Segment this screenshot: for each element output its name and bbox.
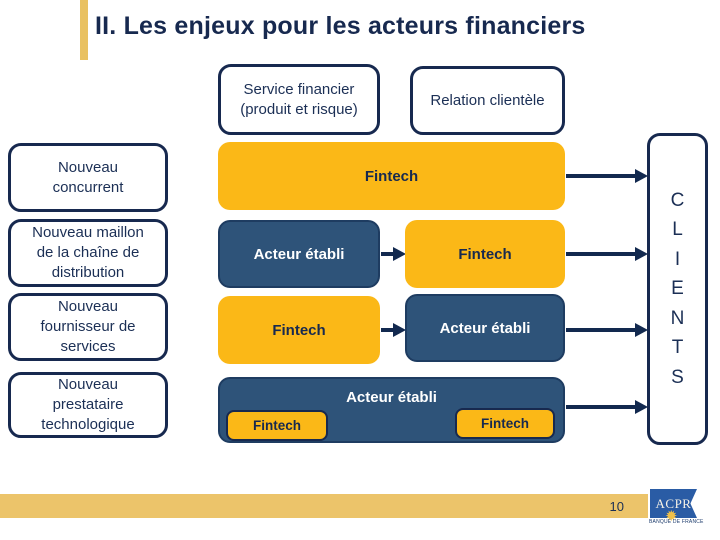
fintech-label: Fintech bbox=[458, 245, 512, 263]
arrow-row3-internal-icon bbox=[381, 323, 406, 337]
acpr-logo-text: ACPR bbox=[655, 495, 692, 511]
box-nouveau-fournisseur: Nouveau fournisseur de services bbox=[8, 293, 168, 361]
acpr-logo-flag: ACPR bbox=[650, 489, 697, 518]
arrow-row1-to-clients-icon bbox=[566, 169, 648, 183]
clients-box: C L I E N T S bbox=[647, 133, 708, 445]
relation-clientele-label: Relation clientèle bbox=[430, 91, 545, 109]
clients-letter: T bbox=[671, 337, 684, 359]
fintech-box-row1: Fintech bbox=[218, 142, 565, 210]
arrow-row3-to-clients-icon bbox=[566, 323, 648, 337]
acteur-etabli-label: Acteur établi bbox=[346, 389, 437, 406]
nouveau-prestataire-label: Nouveau prestataire technologique bbox=[41, 376, 135, 433]
nouveau-concurrent-label: Nouveau concurrent bbox=[52, 158, 124, 196]
clients-letter: S bbox=[671, 366, 684, 388]
service-financier-box: Service financier (produit et risque) bbox=[218, 64, 380, 135]
arrow-row2-to-clients-icon bbox=[566, 247, 648, 261]
clients-letter: I bbox=[674, 248, 681, 270]
box-nouveau-prestataire: Nouveau prestataire technologique bbox=[8, 372, 168, 438]
page-number: 10 bbox=[609, 498, 624, 514]
acteur-etabli-box-row2: Acteur établi bbox=[218, 220, 380, 288]
acteur-etabli-label: Acteur établi bbox=[253, 245, 345, 263]
clients-letter: C bbox=[670, 189, 685, 211]
clients-letter: N bbox=[670, 307, 685, 329]
fintech-label: Fintech bbox=[252, 418, 301, 433]
slide-title: II. Les enjeux pour les acteurs financie… bbox=[95, 12, 586, 40]
clients-letter: E bbox=[671, 278, 684, 300]
acpr-logo-caption: BANQUE DE FRANCE bbox=[649, 519, 704, 525]
arrow-row4-to-clients-icon bbox=[566, 400, 648, 414]
acteur-etabli-label: Acteur établi bbox=[439, 319, 531, 337]
fintech-label: Fintech bbox=[480, 416, 529, 431]
fintech-label: Fintech bbox=[364, 167, 419, 185]
arrow-row2-internal-icon bbox=[381, 247, 406, 261]
fintech-label: Fintech bbox=[272, 321, 326, 339]
relation-clientele-box: Relation clientèle bbox=[410, 66, 565, 135]
fintech-box-row4-right: Fintech bbox=[455, 408, 555, 439]
fintech-box-row2: Fintech bbox=[405, 220, 565, 288]
acteur-etabli-box-row3: Acteur établi bbox=[405, 294, 565, 362]
acpr-logo: ACPR ✹ BANQUE DE FRANCE bbox=[649, 488, 704, 534]
box-nouveau-maillon: Nouveau maillon de la chaîne de distribu… bbox=[8, 219, 168, 287]
footer-bar: 10 bbox=[0, 494, 648, 518]
starburst-icon: ✹ bbox=[665, 508, 678, 525]
box-nouveau-concurrent: Nouveau concurrent bbox=[8, 143, 168, 212]
fintech-box-row3: Fintech bbox=[218, 296, 380, 364]
nouveau-fournisseur-label: Nouveau fournisseur de services bbox=[40, 298, 136, 355]
service-financier-label: Service financier (produit et risque) bbox=[240, 80, 358, 118]
clients-letter: L bbox=[672, 219, 683, 241]
title-accent-bar bbox=[80, 0, 88, 60]
nouveau-maillon-label: Nouveau maillon de la chaîne de distribu… bbox=[32, 224, 144, 281]
fintech-box-row4-left: Fintech bbox=[226, 410, 328, 441]
